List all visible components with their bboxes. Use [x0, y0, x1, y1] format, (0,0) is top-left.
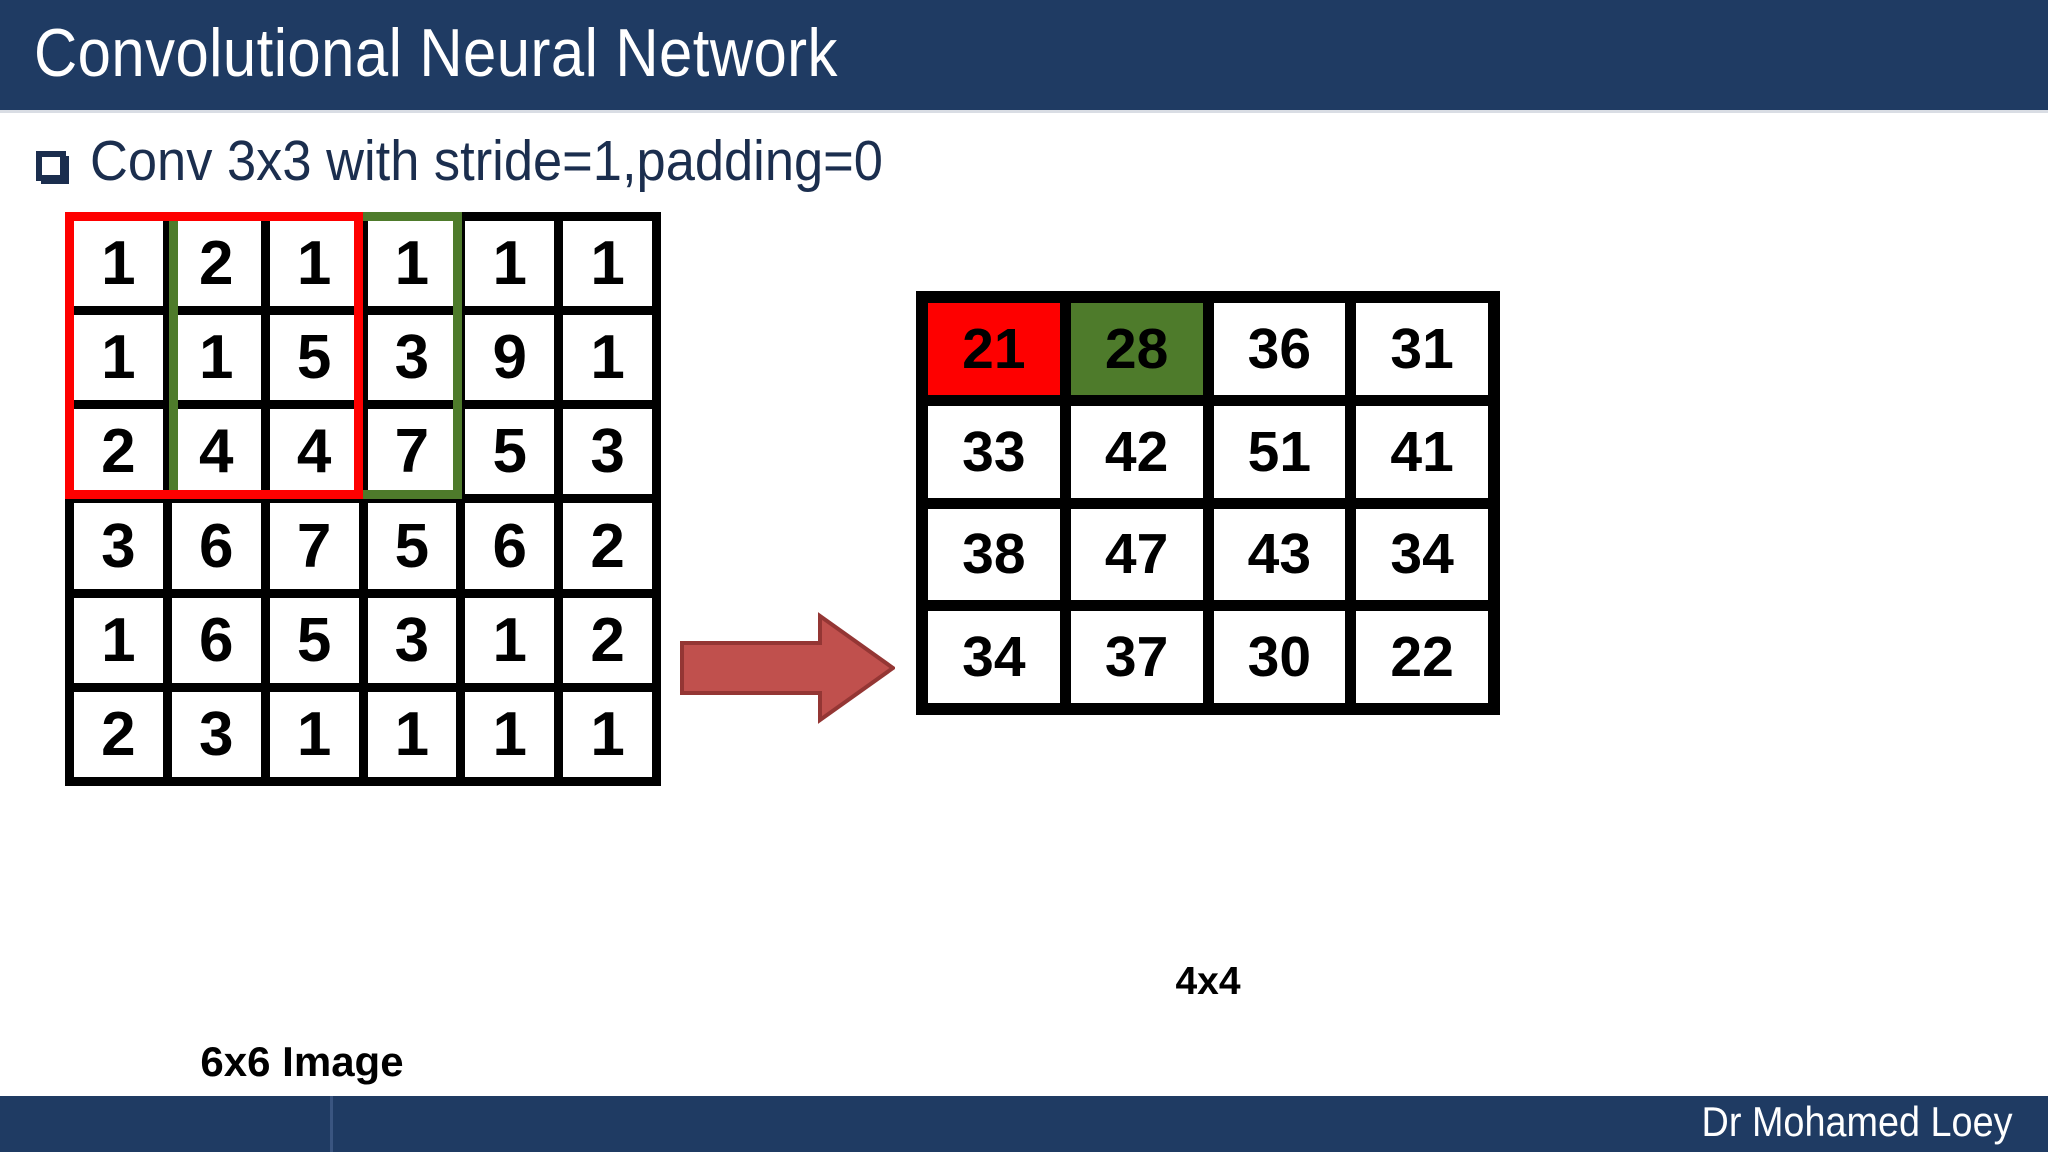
input-matrix-cell-r6-c1: 2 [74, 691, 163, 777]
output-matrix-cell-r2-c3: 51 [1213, 405, 1346, 498]
output-matrix-cell-r2-c1: 33 [928, 405, 1060, 498]
bullet-label: Conv 3x3 with stride=1,padding=0 [90, 129, 883, 193]
slide-footer-bar: Dr Mohamed Loey [0, 1096, 2048, 1152]
input-matrix-cell-r4-c2: 6 [171, 503, 261, 589]
input-matrix-cell-r2-c1: 1 [74, 315, 163, 401]
input-matrix-cell-r1-c2: 2 [171, 221, 261, 307]
input-matrix-cell-r4-c3: 7 [269, 503, 359, 589]
slide-title-bar: Convolutional Neural Network [0, 0, 2048, 113]
empty-square-bullet-icon [36, 151, 66, 181]
input-matrix-cell-r5-c5: 1 [465, 597, 555, 683]
input-matrix-cell-r4-c1: 3 [74, 503, 163, 589]
input-matrix-cell-r1-c3: 1 [269, 221, 359, 307]
input-matrix-cell-r6-c5: 1 [465, 691, 555, 777]
input-matrix-cell-r6-c6: 1 [563, 691, 652, 777]
output-matrix-cell-r2-c2: 42 [1070, 405, 1203, 498]
page-title: Convolutional Neural Network [34, 15, 838, 91]
output-matrix-caption: 4x4 [1175, 960, 1241, 1003]
input-matrix-cell-r3-c6: 3 [563, 409, 652, 495]
input-matrix-caption: 6x6 Image [200, 1038, 404, 1085]
input-matrix-cell-r3-c1: 2 [74, 409, 163, 495]
input-matrix-cell-r2-c5: 9 [465, 315, 555, 401]
input-matrix-cell-r3-c2: 4 [171, 409, 261, 495]
output-matrix-cell-r2-c4: 41 [1356, 405, 1488, 498]
input-matrix-cell-r1-c4: 1 [367, 221, 457, 307]
output-matrix-cell-r4-c3: 30 [1213, 611, 1346, 703]
output-matrix-cell-r4-c1: 34 [928, 611, 1060, 703]
input-matrix-cell-r1-c1: 1 [74, 221, 163, 307]
input-matrix-cell-r6-c2: 3 [171, 691, 261, 777]
input-matrix-cell-r3-c5: 5 [465, 409, 555, 495]
input-matrix-cell-r2-c3: 5 [269, 315, 359, 401]
input-matrix-cell-r5-c2: 6 [171, 597, 261, 683]
input-matrix-cell-r4-c6: 2 [563, 503, 652, 589]
output-matrix-cell-r3-c3: 43 [1213, 508, 1346, 601]
output-matrix-cell-r4-c2: 37 [1070, 611, 1203, 703]
input-matrix-cell-r1-c6: 1 [563, 221, 652, 307]
output-matrix-cell-r4-c4: 22 [1356, 611, 1488, 703]
input-matrix-cell-r1-c5: 1 [465, 221, 555, 307]
input-matrix-cell-r2-c6: 1 [563, 315, 652, 401]
output-matrix-cell-r1-c2: 28 [1070, 303, 1203, 395]
input-matrix-cell-r3-c4: 7 [367, 409, 457, 495]
input-matrix-cell-r5-c3: 5 [269, 597, 359, 683]
input-matrix-cell-r4-c4: 5 [367, 503, 457, 589]
input-matrix-cell-r2-c4: 3 [367, 315, 457, 401]
right-arrow-icon [680, 612, 897, 724]
input-matrix-cell-r3-c3: 4 [269, 409, 359, 495]
input-matrix-cell-r4-c5: 6 [465, 503, 555, 589]
input-matrix-cell-r6-c3: 1 [269, 691, 359, 777]
footer-author-label: Dr Mohamed Loey [1701, 1098, 2012, 1145]
output-matrix-cell-r1-c1: 21 [928, 303, 1060, 395]
output-matrix-cell-r1-c3: 36 [1213, 303, 1346, 395]
output-matrix-cell-r3-c4: 34 [1356, 508, 1488, 601]
input-matrix-cell-r2-c2: 1 [171, 315, 261, 401]
input-matrix-cell-r5-c4: 3 [367, 597, 457, 683]
input-matrix-cell-r5-c6: 2 [563, 597, 652, 683]
footer-divider [330, 1096, 333, 1152]
output-matrix-cell-r3-c1: 38 [928, 508, 1060, 601]
input-matrix-cell-r6-c4: 1 [367, 691, 457, 777]
output-matrix-cell-r3-c2: 47 [1070, 508, 1203, 601]
output-matrix-cell-r1-c4: 31 [1356, 303, 1488, 395]
bullet-line: Conv 3x3 with stride=1,padding=0 [36, 128, 952, 194]
input-matrix-cell-r5-c1: 1 [74, 597, 163, 683]
